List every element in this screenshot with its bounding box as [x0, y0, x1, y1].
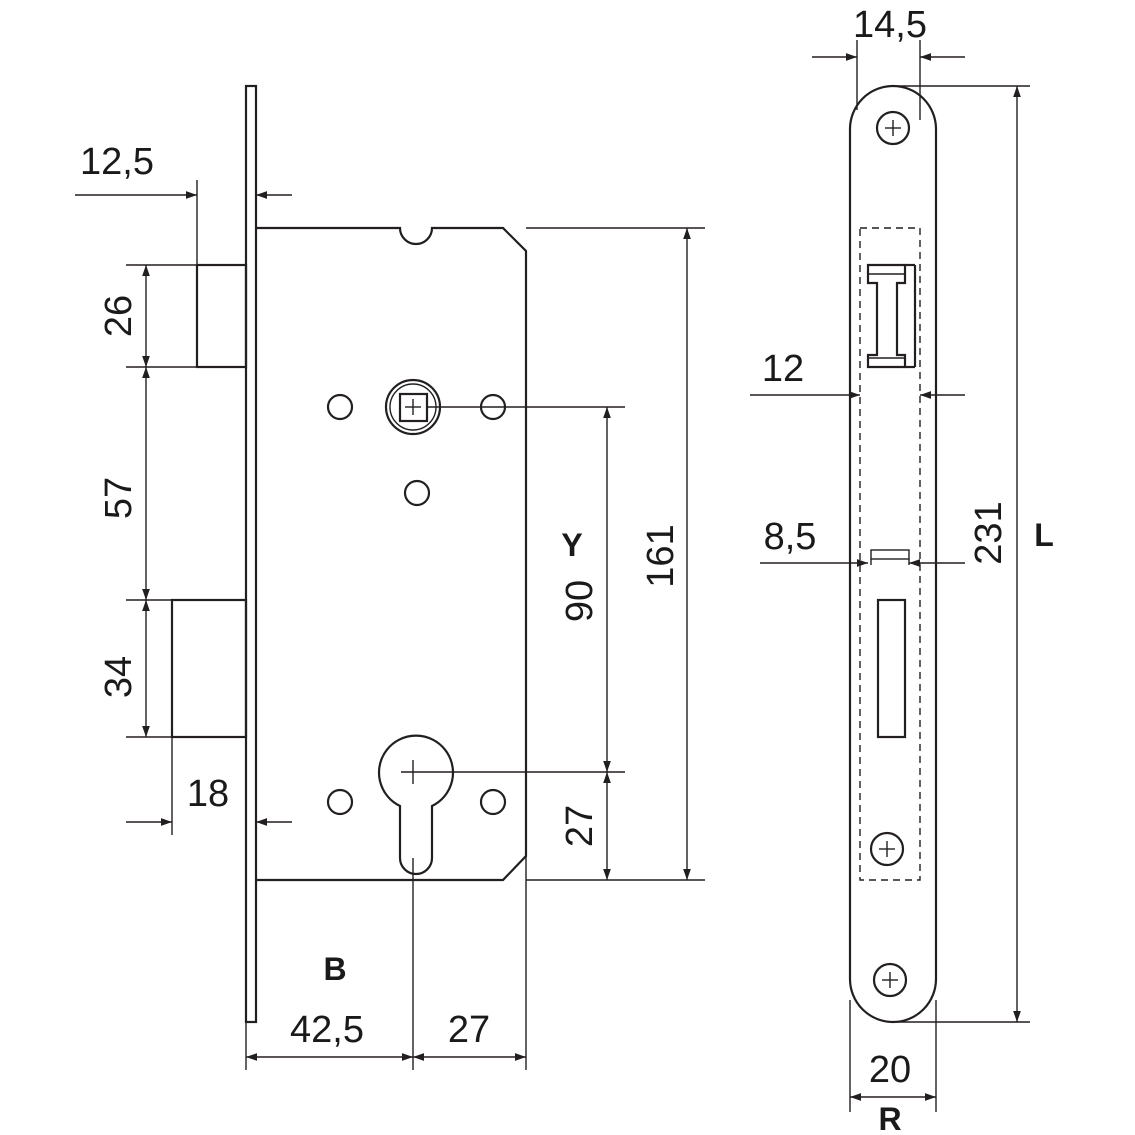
- screw-hole-icon: [403, 479, 431, 507]
- dim-bolt-projection: 18: [187, 773, 229, 815]
- latch-bolt-front: [866, 263, 907, 369]
- dim-cylinder-to-edge: 27: [448, 1009, 490, 1051]
- dim-latch-height: 26: [98, 295, 140, 337]
- screw-top-icon: [875, 110, 911, 146]
- case-hidden-outline: [859, 227, 921, 881]
- dim-faceplate-length: 231: [968, 501, 1010, 564]
- bolt-channel: [870, 549, 910, 560]
- dead-bolt: [170, 598, 248, 739]
- dim-latch-to-bolt: 57: [98, 477, 140, 519]
- faceplate-front: [848, 84, 938, 1024]
- latch-bolt: [195, 263, 248, 369]
- dim-bolt-height: 34: [98, 656, 140, 698]
- label-y: Y: [561, 527, 582, 563]
- screw-hole-icon: [326, 788, 354, 816]
- label-r: R: [878, 1101, 901, 1135]
- screw-hole-icon: [326, 393, 354, 421]
- dim-backset: 42,5: [290, 1009, 364, 1051]
- dead-bolt-front: [876, 598, 907, 739]
- lock-body-dimensions: 12,5 26 57 34 18 42,5 27 90 27 161 B Y: [75, 141, 705, 1070]
- dim-faceplate-width: 14,5: [853, 4, 927, 46]
- screw-hole-icon: [479, 788, 507, 816]
- dim-strike-width: 20: [869, 1049, 911, 1091]
- label-l: L: [1034, 517, 1054, 553]
- dim-faceplate-depth-12: 12: [762, 348, 804, 390]
- dim-faceplate-depth-85: 8,5: [764, 516, 817, 558]
- faceplate-dimensions: 14,5 12 8,5 231 20 L R: [750, 4, 1054, 1135]
- faceplate-side: [244, 84, 258, 1024]
- lock-case: [256, 226, 528, 882]
- lock-body-view: [170, 84, 528, 1024]
- dim-case-height: 161: [640, 524, 682, 587]
- screw-middle-icon: [869, 831, 905, 867]
- dim-handle-to-cylinder: 90: [559, 580, 601, 622]
- faceplate-front-view: [848, 84, 938, 1024]
- dim-cylinder-spacing: 27: [559, 805, 601, 847]
- cylinder-cutout-icon: [377, 734, 455, 876]
- screw-bottom-icon: [872, 962, 908, 998]
- label-b: B: [323, 951, 346, 987]
- dim-latch-offset: 12,5: [80, 141, 154, 183]
